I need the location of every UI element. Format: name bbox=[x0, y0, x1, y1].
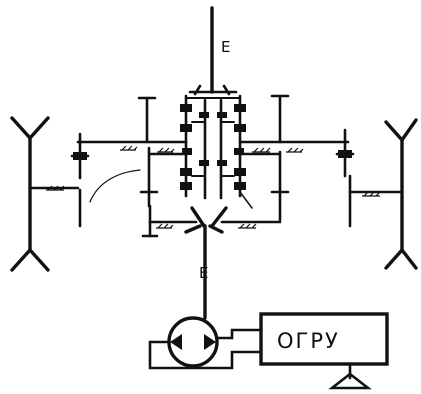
right-wheel bbox=[348, 118, 418, 270]
hydraulic-machine-icon bbox=[167, 316, 219, 368]
leader-line bbox=[89, 169, 141, 203]
bearing-hatches bbox=[46, 145, 381, 229]
hydraulic-lines bbox=[148, 328, 262, 370]
planetary-gear-set bbox=[180, 94, 253, 209]
right-gear-train bbox=[270, 94, 355, 228]
left-wheel bbox=[10, 116, 80, 272]
shaft-label-bottom: E bbox=[199, 264, 208, 282]
lower-drive-shaft bbox=[148, 206, 282, 320]
control-unit-label: ОГРУ bbox=[277, 329, 340, 353]
shaft-label-top: E bbox=[221, 38, 230, 56]
control-unit-box: ОГРУ bbox=[259, 312, 389, 390]
left-gear-train bbox=[70, 96, 159, 238]
